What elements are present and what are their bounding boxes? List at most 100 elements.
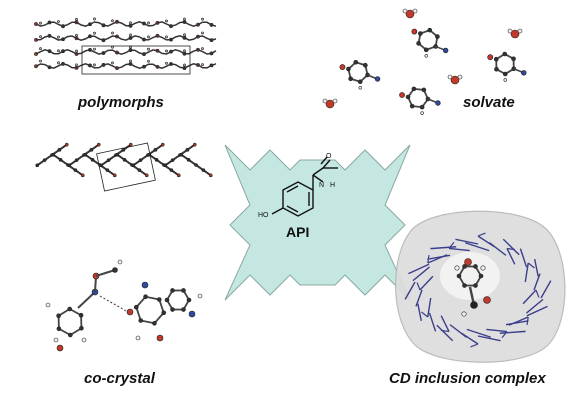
polymorph-hydrogen — [111, 62, 113, 64]
water-hydrogen — [518, 29, 522, 33]
herringbone-atom — [90, 148, 93, 151]
herringbone-atom — [209, 174, 212, 177]
herringbone-atom — [122, 148, 125, 151]
cocrystal-hydrogen — [82, 338, 86, 342]
herringbone-atom — [164, 164, 167, 167]
herringbone-atom — [195, 164, 198, 167]
cocrystal-oxygen — [157, 335, 163, 341]
herringbone-atom — [186, 148, 189, 151]
ring-carbon — [406, 95, 410, 99]
polymorph-strand — [36, 50, 216, 54]
ring-carbon — [363, 63, 367, 67]
herringbone-atom — [170, 169, 173, 172]
polymorph-hydrogen — [57, 36, 59, 38]
polymorph-hydrogen — [39, 48, 41, 50]
herringbone-atom — [74, 169, 77, 172]
herringbone-atom — [132, 164, 135, 167]
ring-carbon — [358, 80, 362, 84]
polymorph-strand — [36, 22, 216, 26]
herringbone-atom — [97, 143, 100, 146]
cocrystal-nitrogen — [142, 282, 148, 288]
herringbone-atom — [65, 143, 68, 146]
ring-carbon — [512, 57, 516, 61]
api-cross-shape — [225, 145, 410, 300]
polymorph-hydrogen — [111, 32, 113, 34]
solvate-hydrogen — [359, 86, 362, 89]
ring-carbon — [463, 284, 467, 288]
ring-carbon — [152, 321, 156, 325]
ring-carbon — [157, 298, 161, 302]
unit-cell-box-mid — [97, 143, 156, 191]
herringbone-atom — [81, 174, 84, 177]
herringbone-atom — [106, 169, 109, 172]
polymorph-hydrogen — [201, 48, 203, 50]
ring-carbon — [494, 67, 498, 71]
label-polymorphs: polymorphs — [78, 94, 164, 111]
guest-hydrogen — [481, 266, 485, 270]
herringbone-atom — [43, 159, 46, 162]
polymorph-hydrogen — [39, 22, 41, 24]
ring-carbon — [494, 57, 498, 61]
guest-hydrogen — [455, 266, 459, 270]
ring-carbon — [57, 327, 61, 331]
herringbone-atom — [58, 148, 61, 151]
atom-label-h: H — [330, 182, 335, 189]
atom-label-o: O — [326, 153, 332, 160]
ring-carbon — [474, 264, 478, 268]
herringbone-atom — [154, 148, 157, 151]
ring-carbon — [503, 52, 507, 56]
label-cocrystal: co-crystal — [84, 370, 155, 387]
atom-label-n: N — [319, 182, 324, 189]
polymorph-hydrogen — [39, 36, 41, 38]
ring-carbon — [420, 105, 424, 109]
herringbone-atom — [139, 159, 142, 162]
polymorph-hydrogen — [201, 64, 203, 66]
solvate-oxygen — [488, 55, 493, 60]
herringbone-atom — [155, 158, 158, 161]
water-hydrogen — [413, 9, 417, 13]
ring-carbon — [187, 298, 191, 302]
bond — [96, 270, 115, 276]
ring-carbon — [457, 274, 461, 278]
polymorph-hydrogen — [183, 18, 185, 20]
ring-carbon — [79, 313, 83, 317]
guest-oxygen — [484, 297, 491, 304]
ring-carbon — [144, 295, 148, 299]
herringbone-atom — [116, 153, 119, 156]
herringbone-atom — [171, 159, 174, 162]
polymorph-hydrogen — [201, 32, 203, 34]
herringbone-atom — [123, 158, 126, 161]
ring-carbon — [171, 288, 175, 292]
herringbone-atom — [107, 159, 110, 162]
cocrystal-hydrogen — [46, 303, 50, 307]
herringbone-atom — [129, 143, 132, 146]
cocrystal-hydrogen — [118, 260, 122, 264]
solvate-oxygen — [399, 92, 404, 97]
ring-carbon — [418, 32, 422, 36]
ring-carbon — [162, 311, 166, 315]
polymorph-hydrogen — [57, 62, 59, 64]
polymorph-hydrogen — [75, 50, 77, 52]
ring-carbon — [182, 288, 186, 292]
herringbone-atom — [180, 153, 183, 156]
herringbone-atom — [84, 153, 87, 156]
cocrystal-oxygen — [127, 309, 133, 315]
polymorph-hydrogen — [147, 60, 149, 62]
polymorph-hydrogen — [183, 34, 185, 36]
solvate-nitrogen — [436, 101, 441, 106]
ring-carbon — [171, 308, 175, 312]
herringbone-atom — [59, 158, 62, 161]
atom-label-ho: HO — [258, 212, 269, 219]
solvate-nitrogen — [375, 77, 380, 82]
water-hydrogen — [508, 29, 512, 33]
solvate-nitrogen — [443, 48, 448, 53]
ring-carbon — [139, 318, 143, 322]
guest-carbon — [471, 302, 478, 309]
ring-carbon — [182, 308, 186, 312]
solvate-oxygen — [340, 64, 345, 69]
ring-carbon — [134, 305, 138, 309]
ring-carbon — [349, 77, 353, 81]
guest-hydrogen — [462, 312, 466, 316]
